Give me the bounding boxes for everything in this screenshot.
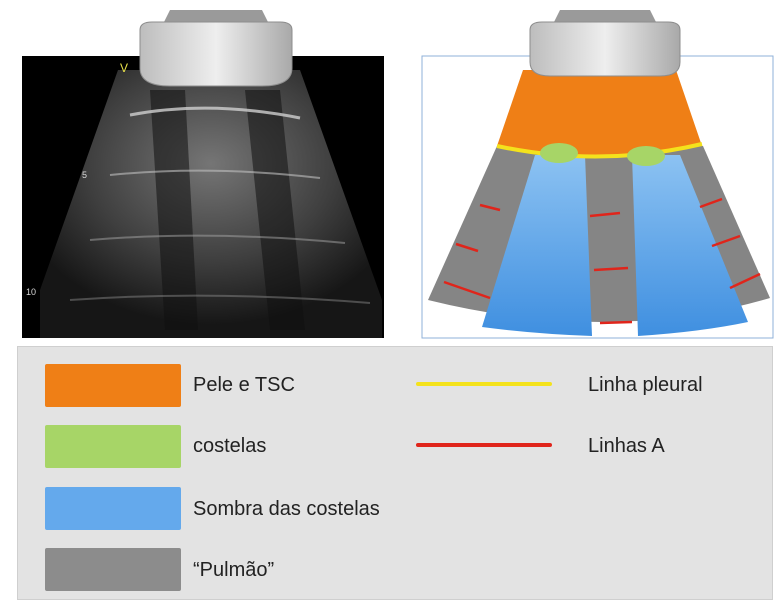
a-line (600, 322, 632, 323)
legend-label: costelas (193, 435, 266, 458)
depth-mark: 10 (26, 287, 36, 297)
legend-label: Linha pleural (588, 374, 703, 397)
legend: Pele e TSC costelas Sombra das costelas … (17, 346, 773, 600)
lung-swatch (45, 548, 181, 591)
probe-marker: V (120, 61, 128, 75)
skin-tsc-region (497, 70, 702, 157)
a-line-sample (416, 443, 552, 447)
ultrasound-image: V 5 10 (22, 10, 384, 338)
rib (540, 143, 578, 163)
rib-shadow-swatch (45, 487, 181, 530)
legend-label: Pele e TSC (193, 374, 295, 397)
probe-icon (140, 22, 292, 86)
schematic-diagram (422, 10, 773, 338)
pleural-line-sample (416, 382, 552, 386)
legend-label: Linhas A (588, 435, 665, 458)
depth-mark: 5 (82, 170, 87, 180)
rib (627, 146, 665, 166)
rib-swatch (45, 425, 181, 468)
probe-icon (530, 22, 680, 76)
legend-label: Sombra das costelas (193, 498, 380, 521)
skin-tsc-swatch (45, 364, 181, 407)
legend-label: “Pulmão” (193, 559, 274, 582)
